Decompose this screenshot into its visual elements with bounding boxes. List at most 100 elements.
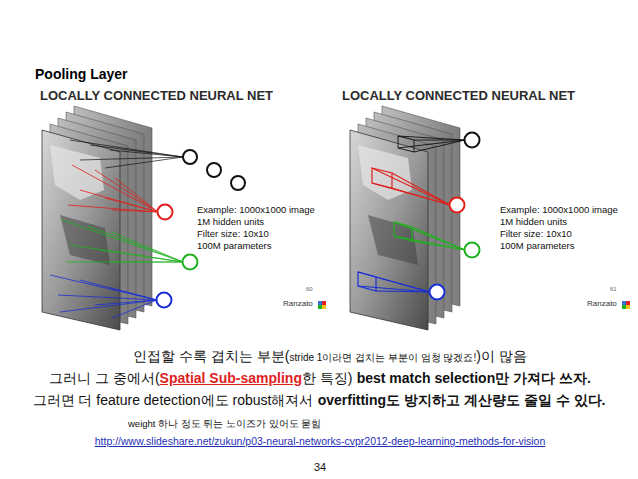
red-connections [372,168,392,188]
note-text: Spatial Sub-sampling [160,370,302,386]
black-connections [414,140,465,141]
green-connections [394,236,465,250]
text-line: http://www.slideshare.net/zukun/p03-neur… [95,430,546,449]
red-connections [68,165,158,212]
slide-number: 61 [610,286,617,293]
ranzato-logo [626,305,630,309]
black-connections [414,140,465,152]
green-connections [70,245,183,262]
hidden-unit [183,150,197,164]
green-connections [394,222,465,250]
hidden-unit [183,255,198,270]
black-connections [398,136,465,140]
green-connections [110,262,183,263]
green-connections [62,220,183,262]
red-connections [392,173,450,205]
note-text: overfitting도 방지하고 계산량도 줄일 수 있다. [318,392,606,408]
ranzato-logo [622,301,630,309]
black-connections [110,150,183,157]
example-text: 1M hidden units [197,216,264,227]
green-connections [412,227,465,250]
text-line: 그러니 그 중에서(Spatial Sub-sampling한 특징)best … [49,368,591,387]
hidden-unit [158,205,173,220]
blue-connections [358,272,430,292]
note-text: 그러니 그 중에서( [49,370,159,386]
black-connections [90,145,183,157]
note-text: stride 1이라면 겹치는 부분이 엄청 많겠죠! [290,352,477,363]
example-text: 100M parameters [500,240,574,251]
black-connections [80,157,183,160]
blue-connections [50,275,157,318]
ranzato-logo [622,301,626,305]
source-link: http://www.slideshare.net/zukun/p03-neur… [95,435,546,447]
note-text: )이 많음 [476,348,527,364]
author-credit: Ranzato [283,299,313,309]
example-text: 100M parameters [197,240,271,251]
hidden-unit [207,163,221,177]
red-connections [72,165,158,212]
black-connections [70,140,183,157]
red-connections [112,210,158,212]
hidden-unit [450,198,465,213]
black-connections [105,157,183,168]
green-connections [100,250,183,262]
ranzato-logo [322,305,326,309]
note-text: 그러면 더 feature detection에도 robust해져서 [33,392,314,408]
example-text: Filter size: 10x10 [500,228,572,239]
hidden-unit [465,133,480,148]
page-number: 34 [314,461,326,473]
text-line: weight 하나 정도 튀는 노이즈가 있어도 묻힘 [128,412,321,431]
hidden-unit [430,133,480,300]
image-stack [50,145,104,200]
green-connections [66,262,183,263]
image-stack [42,106,152,330]
green-connections [88,226,183,262]
red-connections [372,183,450,205]
panel-heading: LOCALLY CONNECTED NEURAL NET [40,88,273,104]
note-text: 한 특징) [302,370,353,386]
red-connections [372,168,450,205]
red-connections [95,170,158,212]
blue-connections [58,295,157,300]
text-line: 34 [314,456,326,475]
ranzato-logo [322,301,326,305]
text-line: 인접할 수록 겹치는 부분(stride 1이라면 겹치는 부분이 엄청 많겠죠… [133,346,527,365]
blue-connections [50,275,157,300]
image-stack [350,130,428,330]
note-text: weight 하나 정도 튀는 노이즈가 있어도 묻힘 [128,418,321,429]
hidden-unit [231,176,245,190]
note-text: best match selection만 가져다 쓰자. [357,370,591,386]
image-stack [368,215,418,265]
ranzato-logo [626,301,630,305]
note-text: 인접할 수록 겹치는 부분( [133,348,289,364]
example-text: Example: 1000x1000 image [500,204,618,215]
green-connections [394,222,465,250]
author-credit: Ranzato [587,299,617,309]
example-text: Filter size: 10x10 [197,228,269,239]
slide-title: Pooling Layer [35,66,128,83]
hidden-unit [157,293,172,308]
red-connections [372,168,450,205]
green-connections [62,220,183,262]
ranzato-logo [622,305,626,309]
example-text: Example: 1000x1000 image [197,204,315,215]
example-text: 1M hidden units [500,216,567,227]
blue-connections [112,300,157,318]
ranzato-logo [318,305,322,309]
black-connections [398,140,465,148]
black-connections [70,140,183,168]
blue-connections [358,286,430,292]
red-connections [115,178,158,212]
ranzato-logo [318,301,322,305]
text-line: 그러면 더 feature detection에도 robust해져서overf… [33,390,606,409]
panel-heading: LOCALLY CONNECTED NEURAL NET [342,88,575,104]
slide-number: 60 [306,286,313,293]
hidden-unit [430,285,445,300]
blue-connections [358,272,430,292]
image-stack [60,215,110,265]
ranzato-logo [318,301,326,309]
black-connections [398,136,465,152]
black-connections [398,136,414,152]
green-connections [112,232,183,262]
